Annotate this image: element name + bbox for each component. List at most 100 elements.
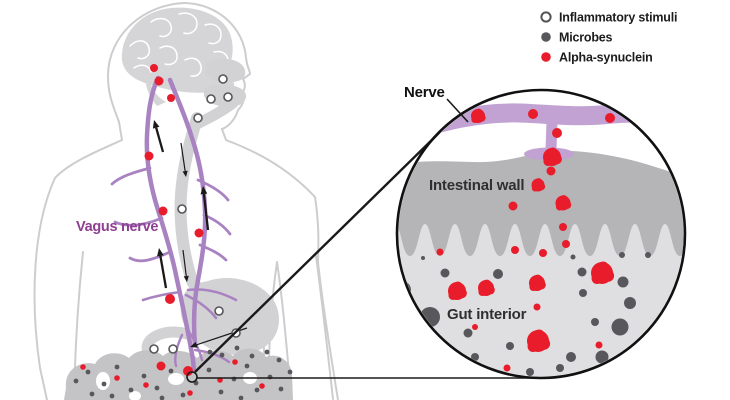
alpha-synuclein-blob: [508, 201, 518, 211]
alpha-synuclein-blob: [562, 240, 570, 248]
intestine-gap: [96, 372, 110, 390]
alpha-synuclein-blob: [543, 157, 553, 166]
magnifier-source-circle: [186, 371, 198, 383]
microbe-dot: [218, 389, 224, 395]
brainstem: [146, 82, 166, 106]
inflammatory-stimuli-dots: [149, 74, 241, 354]
nerve-branch: [110, 166, 152, 186]
alpha-synuclein-blob: [548, 147, 558, 157]
alpha-synuclein-blob: [472, 324, 478, 330]
alpha-synuclein-blob: [605, 113, 615, 123]
microbe-dot: [595, 350, 609, 364]
alpha-synuclein-blob: [533, 303, 541, 311]
nerve-branch: [196, 178, 230, 202]
microbe-dot: [168, 368, 174, 374]
microbe-dot: [421, 256, 425, 260]
alpha-synuclein-blob: [453, 281, 463, 291]
microbe-dot: [244, 363, 250, 369]
gut-dots: [73, 345, 293, 400]
alpha-synuclein-dot: [194, 228, 204, 238]
microbe-dot: [89, 391, 95, 397]
alpha-synuclein-blob: [482, 279, 491, 288]
alpha-synuclein-blob: [457, 288, 467, 299]
alpha-synuclein-blob: [537, 280, 546, 290]
microbe-dot: [73, 378, 79, 384]
nerve-label: Nerve: [404, 84, 445, 101]
legend-open-circle-swatch: [540, 11, 552, 23]
pharynx: [193, 97, 239, 129]
microbe-dot: [234, 345, 240, 351]
nerve-branch: [128, 250, 172, 263]
microbe-dot: [141, 373, 147, 379]
alpha-synuclein-blob: [475, 108, 483, 116]
alpha-synuclein-blob: [559, 223, 567, 231]
microbe-dot: [579, 289, 587, 297]
intestinal-wall-region: [398, 150, 684, 256]
alpha-synuclein-dot: [114, 375, 120, 381]
lens-alpha-synuclein: [436, 108, 615, 372]
vagus-nerve-label: Vagus nerve: [76, 219, 158, 235]
alpha-synuclein-dot: [156, 361, 166, 371]
head-left-outline: [33, 2, 186, 400]
magnifier-lens-outline: [395, 88, 687, 380]
microbe-dot: [526, 368, 534, 376]
microbe-dot: [101, 381, 107, 387]
gyrus: [184, 57, 202, 77]
microbe-dot: [566, 352, 576, 362]
alpha-synuclein-blob: [563, 200, 572, 209]
stomach-arrow-head: [190, 341, 198, 348]
microbe-dot: [619, 252, 625, 258]
microbe-dot: [570, 254, 576, 260]
microbe-dot: [577, 267, 587, 277]
alpha-synuclein-blob: [531, 185, 539, 192]
inflammatory-stimulus-dot: [214, 306, 224, 316]
microbe-dot: [206, 367, 212, 373]
alpha-synuclein-blob: [511, 246, 519, 254]
down-arrow-shaft: [180, 142, 186, 172]
nerve-leader-line: [446, 98, 469, 123]
microbe-dot: [249, 353, 255, 359]
microbe-dot: [624, 297, 636, 309]
microbe-dot: [591, 318, 599, 326]
alpha-synuclein-dot: [154, 76, 164, 86]
alpha-synuclein-blob: [486, 285, 495, 295]
microbe-dot: [109, 393, 115, 399]
alpha-synuclein-blob: [533, 274, 542, 283]
down-arrow-shaft: [182, 249, 187, 277]
microbe-dot: [180, 392, 186, 398]
alpha-synuclein-blob: [539, 249, 547, 257]
nerve-branch-stomach: [141, 290, 182, 302]
alpha-synuclein-blob: [538, 183, 546, 191]
alpha-synuclein-blob: [552, 154, 562, 165]
inflammatory-stimulus-dot: [223, 92, 233, 102]
alpha-synuclein-blob: [478, 288, 487, 296]
microbe-dot: [440, 268, 450, 278]
inflammatory-stimulus-dot: [206, 94, 216, 104]
alpha-synuclein-blob: [533, 329, 545, 341]
microbe-dot: [114, 364, 120, 370]
alpha-synuclein-dot: [232, 359, 238, 365]
alpha-synuclein-dot: [259, 383, 265, 389]
alpha-synuclein-blob: [546, 166, 556, 176]
magnified-view: Intestinal wall Gut interior: [398, 91, 684, 377]
vagus-trunk-left: [144, 75, 197, 374]
microbe-dot: [264, 349, 270, 355]
alpha-synuclein-dot: [143, 382, 149, 388]
up-arrow-shaft: [155, 127, 165, 153]
alpha-synuclein-blob: [529, 283, 538, 291]
gut-interior-label: Gut interior: [447, 306, 527, 323]
alpha-synuclein-blob: [436, 248, 444, 256]
up-arrow-shaft: [202, 193, 210, 231]
alpha-synuclein-dots: [144, 64, 204, 376]
nerve-branch: [198, 243, 228, 262]
alpha-synuclein-dot: [144, 151, 154, 161]
inflammatory-stimulus-dot: [149, 344, 159, 354]
gyrus: [159, 45, 178, 66]
down-arrow-head: [182, 170, 188, 177]
head-right-outline: [184, 2, 339, 400]
gyrus: [150, 17, 173, 38]
nerve-branch-gut: [193, 348, 231, 364]
intestine-gap: [168, 373, 184, 385]
